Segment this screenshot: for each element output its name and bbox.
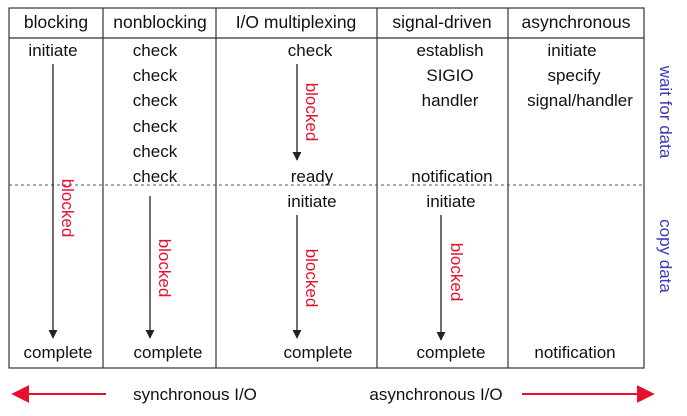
multiplexing-initiate: initiate xyxy=(287,192,336,211)
nonblocking-blocked-label: blocked xyxy=(155,239,174,298)
nonblocking-check-1: check xyxy=(133,41,178,60)
footer-synchronous-io: synchronous I/O xyxy=(133,385,257,404)
nonblocking-check-2: check xyxy=(133,66,178,85)
async-specify: specify xyxy=(548,66,601,85)
signal-notification: notification xyxy=(411,167,492,186)
multiplexing-blocked-wait-label: blocked xyxy=(302,83,321,142)
signal-blocked-label: blocked xyxy=(447,243,466,302)
header-blocking: blocking xyxy=(24,12,88,32)
async-notification: notification xyxy=(534,343,615,362)
blocking-complete: complete xyxy=(24,343,93,362)
async-signal-handler: signal/handler xyxy=(527,91,633,110)
header-nonblocking: nonblocking xyxy=(113,12,206,32)
table-grid xyxy=(8,7,645,369)
multiplexing-complete: complete xyxy=(284,343,353,362)
header-signal-driven: signal-driven xyxy=(392,12,491,32)
side-label-wait-for-data: wait for data xyxy=(656,65,675,159)
multiplexing-check: check xyxy=(288,41,333,60)
nonblocking-check-4: check xyxy=(133,117,178,136)
signal-complete: complete xyxy=(417,343,486,362)
signal-initiate: initiate xyxy=(426,192,475,211)
side-label-copy-data: copy data xyxy=(656,219,675,293)
blocking-initiate: initiate xyxy=(28,41,77,60)
multiplexing-ready: ready xyxy=(291,167,334,186)
signal-sigio: SIGIO xyxy=(426,66,473,85)
header-io-multiplexing: I/O multiplexing xyxy=(236,12,357,32)
footer-asynchronous-io: asynchronous I/O xyxy=(369,385,502,404)
async-initiate: initiate xyxy=(547,41,596,60)
table-border xyxy=(8,7,645,369)
nonblocking-check-6: check xyxy=(133,167,178,186)
nonblocking-check-3: check xyxy=(133,91,178,110)
signal-establish: establish xyxy=(416,41,483,60)
signal-handler: handler xyxy=(422,91,479,110)
nonblocking-complete: complete xyxy=(134,343,203,362)
header-asynchronous: asynchronous xyxy=(522,12,631,32)
blocking-blocked-label: blocked xyxy=(58,179,77,238)
nonblocking-check-5: check xyxy=(133,142,178,161)
multiplexing-blocked-copy-label: blocked xyxy=(302,249,321,308)
